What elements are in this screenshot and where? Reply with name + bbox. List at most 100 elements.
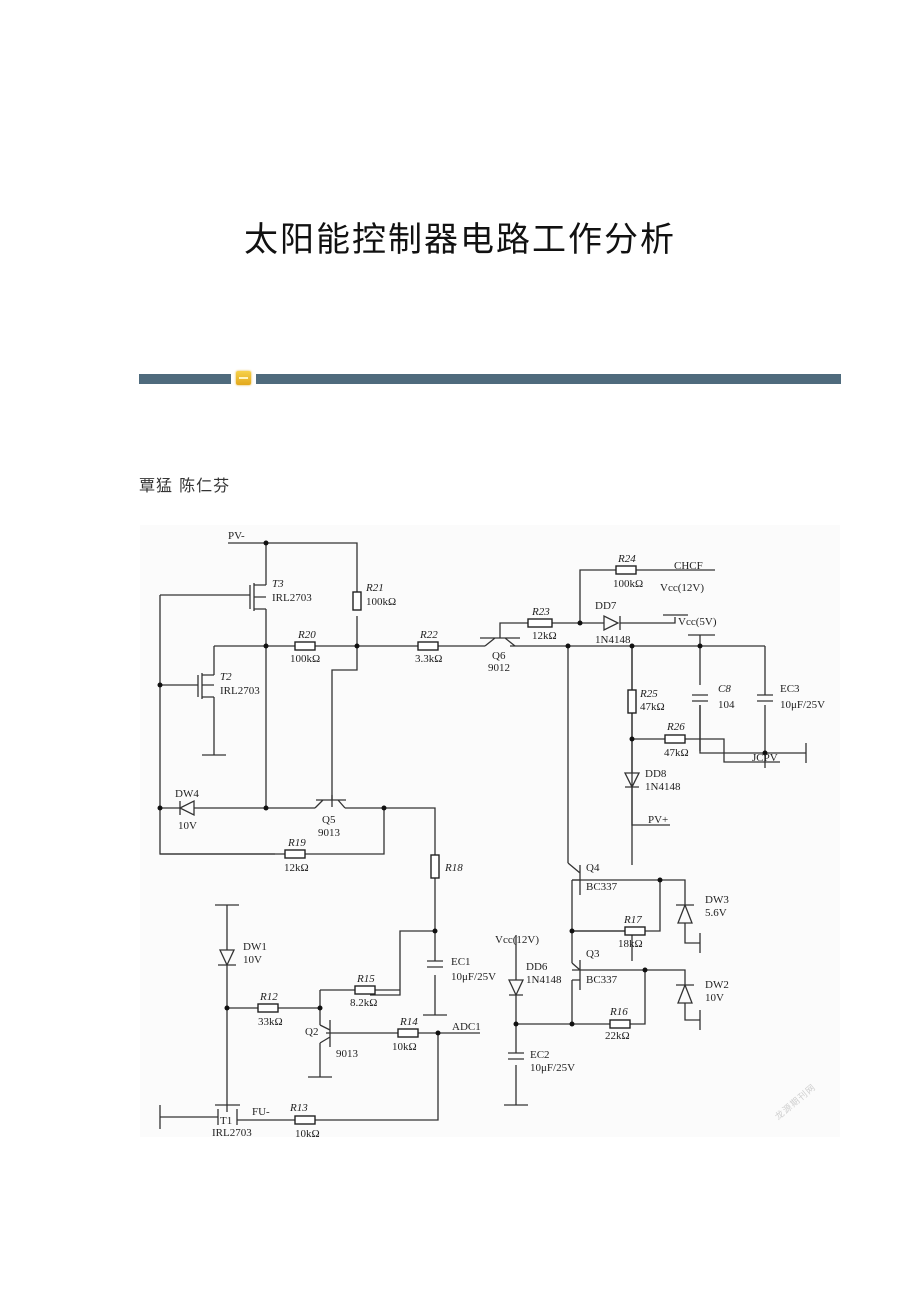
label-r24-value: 100kΩ [613, 578, 643, 590]
label-q5-ref: Q5 [322, 814, 336, 826]
resistor-r20 [294, 641, 316, 651]
label-r26-ref: R26 [666, 721, 685, 733]
label-dd7-ref: DD7 [595, 600, 617, 612]
resistor-r26 [664, 734, 686, 744]
label-c8-value: 104 [718, 699, 735, 711]
label-r12-ref: R12 [259, 991, 278, 1003]
capacitor-c8-icon [692, 694, 708, 702]
net-vcc12-a: Vcc(12V) [660, 582, 704, 594]
label-r16-ref: R16 [609, 1006, 628, 1018]
transistor-q2-icon [319, 1020, 331, 1047]
diode-dd7-icon [603, 614, 621, 632]
label-r20-ref: R20 [297, 629, 316, 641]
label-q6-ref: Q6 [492, 650, 506, 662]
label-r20-value: 100kΩ [290, 653, 320, 665]
label-dd6-value: 1N4148 [526, 974, 562, 986]
net-adc1: ADC1 [452, 1021, 481, 1033]
label-r19-value: 12kΩ [284, 862, 309, 874]
label-r12-value: 33kΩ [258, 1016, 283, 1028]
label-dw4-value: 10V [178, 820, 197, 832]
resistor-r23 [527, 618, 553, 628]
label-r23-value: 12kΩ [532, 630, 557, 642]
label-q2-ref: Q2 [305, 1026, 318, 1038]
schematic-svg: PV- T3 IRL2703 R21 100kΩ R20 100kΩ T2 IR… [157, 530, 825, 1137]
label-t1-value: IRL2703 [212, 1127, 252, 1137]
resistor-r14 [397, 1028, 419, 1038]
label-r15-value: 8.2kΩ [350, 997, 377, 1009]
label-dd6-ref: DD6 [526, 961, 548, 973]
label-r25-value: 47kΩ [640, 701, 665, 713]
label-dw1-value: 10V [243, 954, 262, 966]
labels: PV- T3 IRL2703 R21 100kΩ R20 100kΩ T2 IR… [175, 530, 825, 1137]
label-r13-value: 10kΩ [295, 1128, 320, 1137]
resistor-r19 [284, 849, 306, 859]
resistor-r13 [294, 1115, 316, 1125]
label-dw3-ref: DW3 [705, 894, 729, 906]
wires [159, 542, 807, 1129]
capacitors [427, 694, 773, 1060]
label-dw1-ref: DW1 [243, 941, 267, 953]
resistors [257, 565, 686, 1125]
document-title: 太阳能控制器电路工作分析 [244, 220, 676, 260]
label-r21-value: 100kΩ [366, 596, 396, 608]
label-q3-ref: Q3 [586, 948, 600, 960]
label-r16-value: 22kΩ [605, 1030, 630, 1042]
label-ec1-ref: EC1 [451, 956, 471, 968]
label-r25-ref: R25 [639, 688, 658, 700]
label-dw3-value: 5.6V [705, 907, 727, 919]
label-r21-ref: R21 [365, 582, 384, 594]
transistors [197, 583, 581, 1125]
label-dd8-ref: DD8 [645, 768, 667, 780]
net-vcc5: Vcc(5V) [678, 616, 717, 628]
authors: 覃猛 陈仁芬 [139, 476, 231, 495]
label-dw4-ref: DW4 [175, 788, 199, 800]
mosfet-t2-icon [197, 673, 214, 699]
transistor-q4-icon [567, 862, 581, 895]
resistor-r17 [624, 926, 646, 936]
label-t1-ref: T1 [220, 1115, 232, 1127]
transistor-q3-icon [571, 960, 581, 990]
label-r26-value: 47kΩ [664, 747, 689, 759]
label-ec2-value: 10μF/25V [530, 1062, 575, 1074]
resistor-r16 [609, 1019, 631, 1029]
net-fu-minus: FU- [252, 1106, 270, 1118]
zener-dw3-icon [676, 903, 694, 924]
capacitor-ec2-icon [508, 1052, 524, 1060]
label-r17-ref: R17 [623, 914, 642, 926]
diode-dd8-icon [623, 772, 641, 789]
label-dw2-value: 10V [705, 992, 724, 1004]
label-r23-ref: R23 [531, 606, 550, 618]
title-divider-right [256, 374, 841, 384]
divider-ornament-icon [236, 371, 251, 385]
label-q3-value: BC337 [586, 974, 618, 986]
label-r14-value: 10kΩ [392, 1041, 417, 1053]
resistor-r21 [352, 591, 362, 611]
zener-dw2-icon [676, 983, 694, 1004]
label-c8-ref: C8 [718, 683, 731, 695]
label-r22-ref: R22 [419, 629, 438, 641]
label-t2-ref: T2 [220, 671, 232, 683]
label-r22-value: 3.3kΩ [415, 653, 442, 665]
label-ec3-ref: EC3 [780, 683, 800, 695]
mosfet-t3-icon [249, 583, 266, 611]
label-q4-ref: Q4 [586, 862, 600, 874]
label-t3-ref: T3 [272, 578, 284, 590]
label-r15-ref: R15 [356, 973, 375, 985]
label-r18-ref: R18 [444, 862, 463, 874]
resistor-r18 [430, 854, 440, 879]
label-t2-value: IRL2703 [220, 685, 260, 697]
resistor-r24 [615, 565, 637, 575]
transistor-q5-icon [314, 795, 346, 809]
capacitor-ec3-icon [757, 694, 773, 702]
zener-dw1-icon [218, 949, 236, 967]
junctions [157, 540, 768, 1036]
zener-dw4-icon [178, 799, 195, 817]
resistor-r22 [417, 641, 439, 651]
label-r24-ref: R24 [617, 553, 636, 565]
diode-dd6-icon [507, 979, 525, 997]
label-t3-value: IRL2703 [272, 592, 312, 604]
capacitor-ec1-icon [427, 960, 443, 968]
net-pv-plus: PV+ [648, 814, 668, 826]
mosfet-t1-icon [215, 1104, 240, 1125]
diodes [178, 614, 694, 1004]
